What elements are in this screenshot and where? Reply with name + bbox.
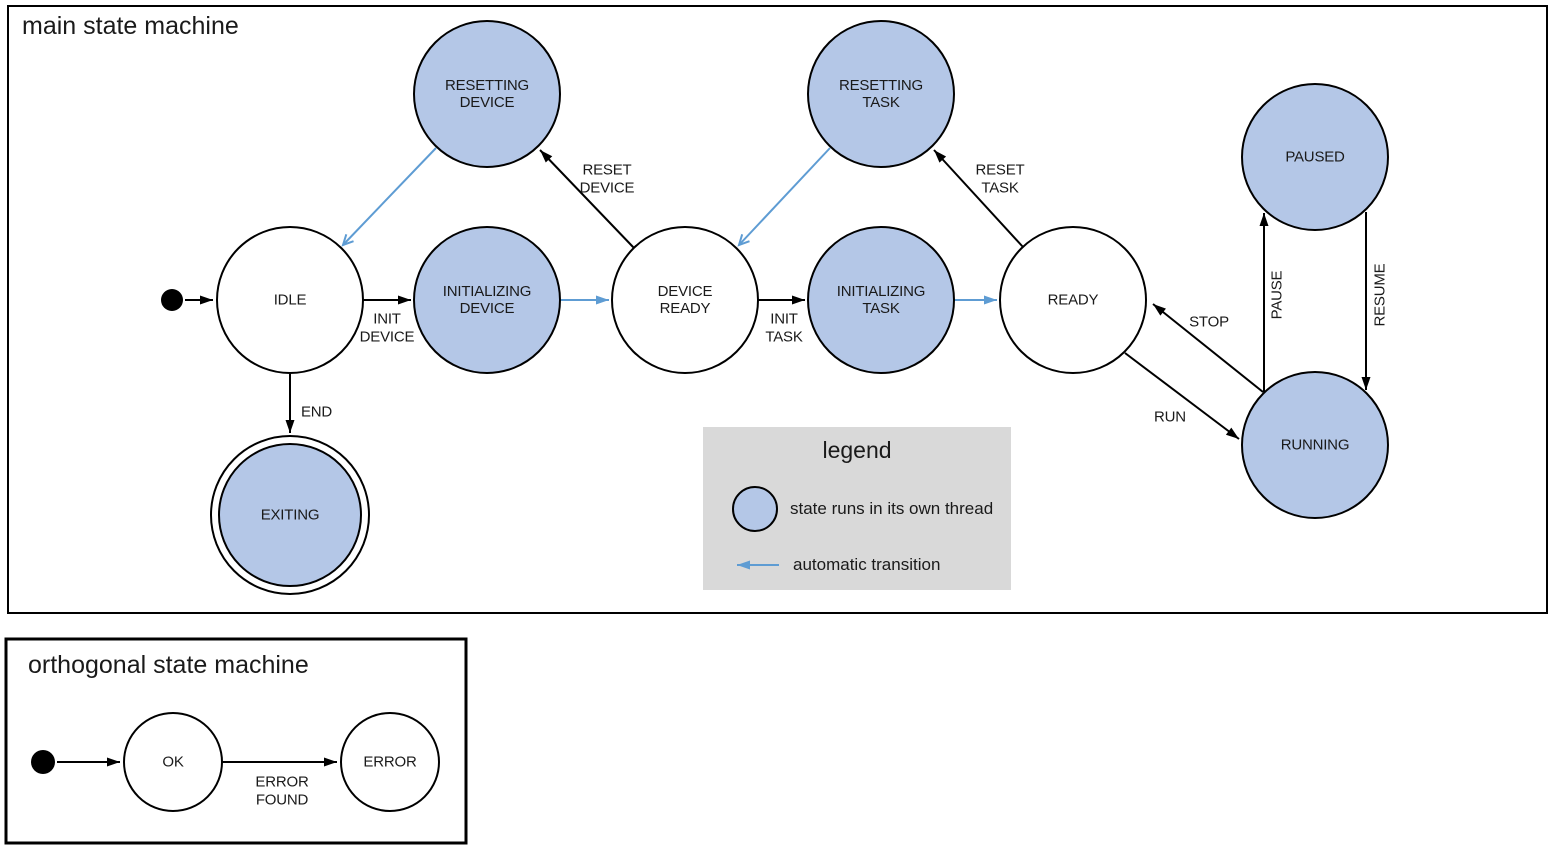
state-running-circle	[1241, 371, 1389, 519]
svg-text:END: END	[301, 404, 332, 421]
state-ready-label: READY	[1048, 292, 1099, 309]
state-running-label: RUNNING	[1281, 437, 1350, 454]
state-paused-label: PAUSED	[1285, 149, 1345, 166]
transition-run-label: RUN	[1154, 409, 1186, 426]
svg-text:FOUND: FOUND	[256, 792, 309, 809]
legend-item-auto-transition-label: automatic transition	[793, 555, 941, 574]
state-paused-circle	[1241, 83, 1389, 231]
state-resetting-task-circle	[807, 20, 955, 168]
state-initializing-task-label: TASK	[862, 300, 899, 317]
state-error: ERROR	[340, 712, 440, 812]
state-exiting: EXITING	[210, 435, 370, 595]
svg-text:RUN: RUN	[1154, 409, 1186, 426]
state-exiting-circle	[218, 443, 362, 587]
transition-run	[1124, 352, 1240, 440]
orthogonal-panel-title: orthogonal state machine	[28, 651, 309, 679]
state-ready: READY	[999, 226, 1147, 374]
main-panel-title: main state machine	[22, 12, 239, 40]
transition-auto-device-reset	[341, 147, 437, 247]
state-ready-circle	[999, 226, 1147, 374]
svg-text:DEVICE: DEVICE	[360, 329, 415, 346]
transition-stop-label: STOP	[1189, 314, 1229, 331]
main-panel-initial-state-dot	[161, 289, 183, 311]
svg-text:DEVICE: DEVICE	[580, 180, 635, 197]
state-initializing-task-circle	[807, 226, 955, 374]
orthogonal-panel-initial-state-dot	[31, 750, 55, 774]
state-resetting-task-label: TASK	[862, 94, 899, 111]
svg-text:TASK: TASK	[981, 180, 1018, 197]
state-running: RUNNING	[1241, 371, 1389, 519]
transition-pause-label: PAUSE	[1269, 270, 1286, 319]
transition-reset-device	[539, 149, 635, 249]
legend-threaded-state-swatch	[732, 486, 778, 532]
transition-resume-label: RESUME	[1372, 263, 1389, 326]
legend-title: legend	[822, 437, 892, 463]
state-initializing-task-label: INITIALIZING	[837, 283, 925, 300]
state-initializing-device-label: INITIALIZING	[443, 283, 531, 300]
state-initializing-device-label: DEVICE	[460, 300, 515, 317]
main-panel-frame	[7, 5, 1548, 614]
state-paused: PAUSED	[1241, 83, 1389, 231]
state-exiting-label: EXITING	[261, 507, 320, 524]
svg-text:ERROR: ERROR	[255, 774, 309, 791]
state-idle-label: IDLE	[274, 292, 307, 309]
svg-text:INIT: INIT	[373, 311, 401, 328]
transition-reset-task	[933, 149, 1024, 248]
transition-end-label: END	[301, 404, 333, 421]
state-ok-label: OK	[162, 754, 183, 771]
state-resetting-device-circle	[413, 20, 561, 168]
orthogonal-panel-frame	[4, 637, 468, 845]
svg-text:RESET: RESET	[975, 162, 1024, 179]
state-initializing-device-circle	[413, 226, 561, 374]
state-device-ready-label: DEVICE	[658, 283, 713, 300]
state-error-circle	[340, 712, 440, 812]
state-ok-circle	[123, 712, 223, 812]
svg-text:RESUME: RESUME	[1372, 263, 1389, 326]
state-resetting-device-label: DEVICE	[460, 94, 515, 111]
state-error-label: ERROR	[363, 754, 417, 771]
state-device-ready-label: READY	[660, 300, 711, 317]
svg-text:RESET: RESET	[582, 162, 631, 179]
transition-auto-task-reset	[737, 147, 831, 247]
state-device-ready-circle	[611, 226, 759, 374]
legend-item-threaded-state-label: state runs in its own thread	[790, 499, 994, 518]
state-idle: IDLE	[216, 226, 364, 374]
svg-text:TASK: TASK	[765, 329, 802, 346]
state-resetting-task-label: RESETTING	[839, 77, 923, 94]
svg-text:STOP: STOP	[1189, 314, 1229, 331]
svg-text:PAUSE: PAUSE	[1269, 270, 1286, 319]
svg-text:INIT: INIT	[770, 311, 798, 328]
state-ok: OK	[123, 712, 223, 812]
transition-stop	[1152, 303, 1264, 393]
state-idle-circle	[216, 226, 364, 374]
state-resetting-device-label: RESETTING	[445, 77, 529, 94]
